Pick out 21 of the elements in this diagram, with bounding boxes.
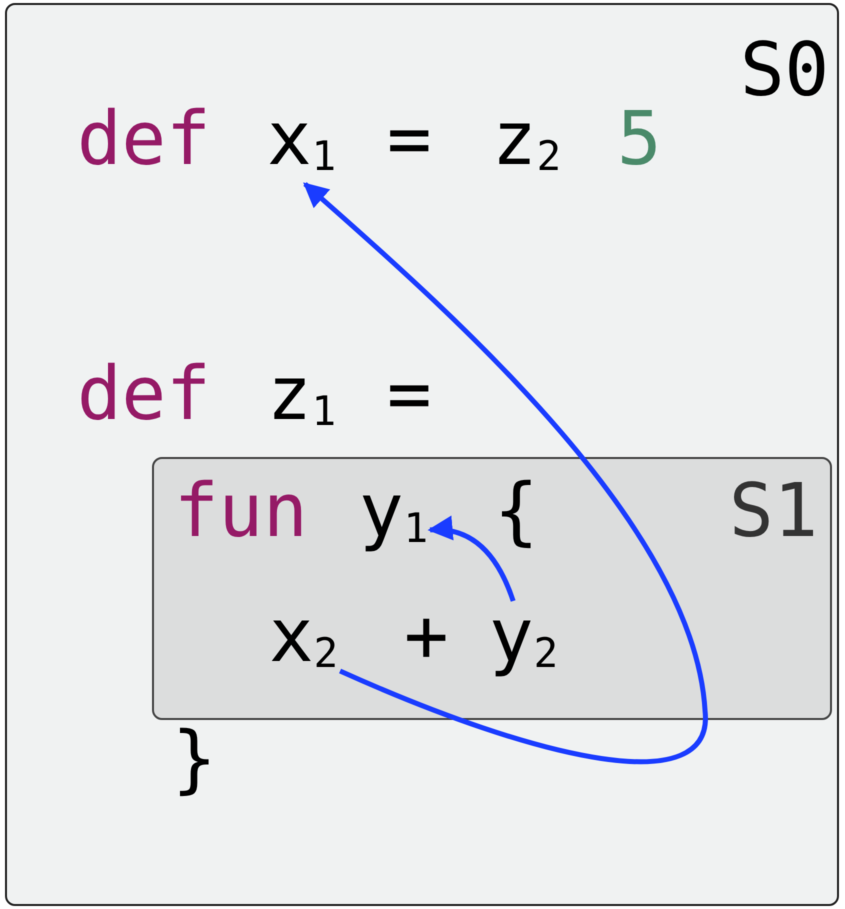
keyword: fun [174,474,308,548]
binding-arrow [303,182,708,764]
number-literal: 5 [617,102,662,176]
brace: { [494,474,539,548]
scope-box [152,457,832,720]
identifier: z$_{2}$ [492,102,562,176]
keyword: def [77,357,211,431]
variable-name: x$_{1}$ [267,96,336,182]
variable-name: x$_{2}$ [269,593,338,679]
operator: = [387,102,432,176]
identifier: z$_{1}$ [267,357,336,431]
keyword: def [77,102,211,176]
binding-arrow [428,516,516,602]
scope-label: S1 [729,468,818,554]
variable-name: y$_{2}$ [489,593,558,679]
variable-name: y$_{1}$ [359,468,428,554]
scope-box [5,3,839,906]
scope-label: S0 [740,27,830,113]
operator: = [387,357,432,431]
brace: } [172,722,217,796]
operator: + [404,599,449,673]
